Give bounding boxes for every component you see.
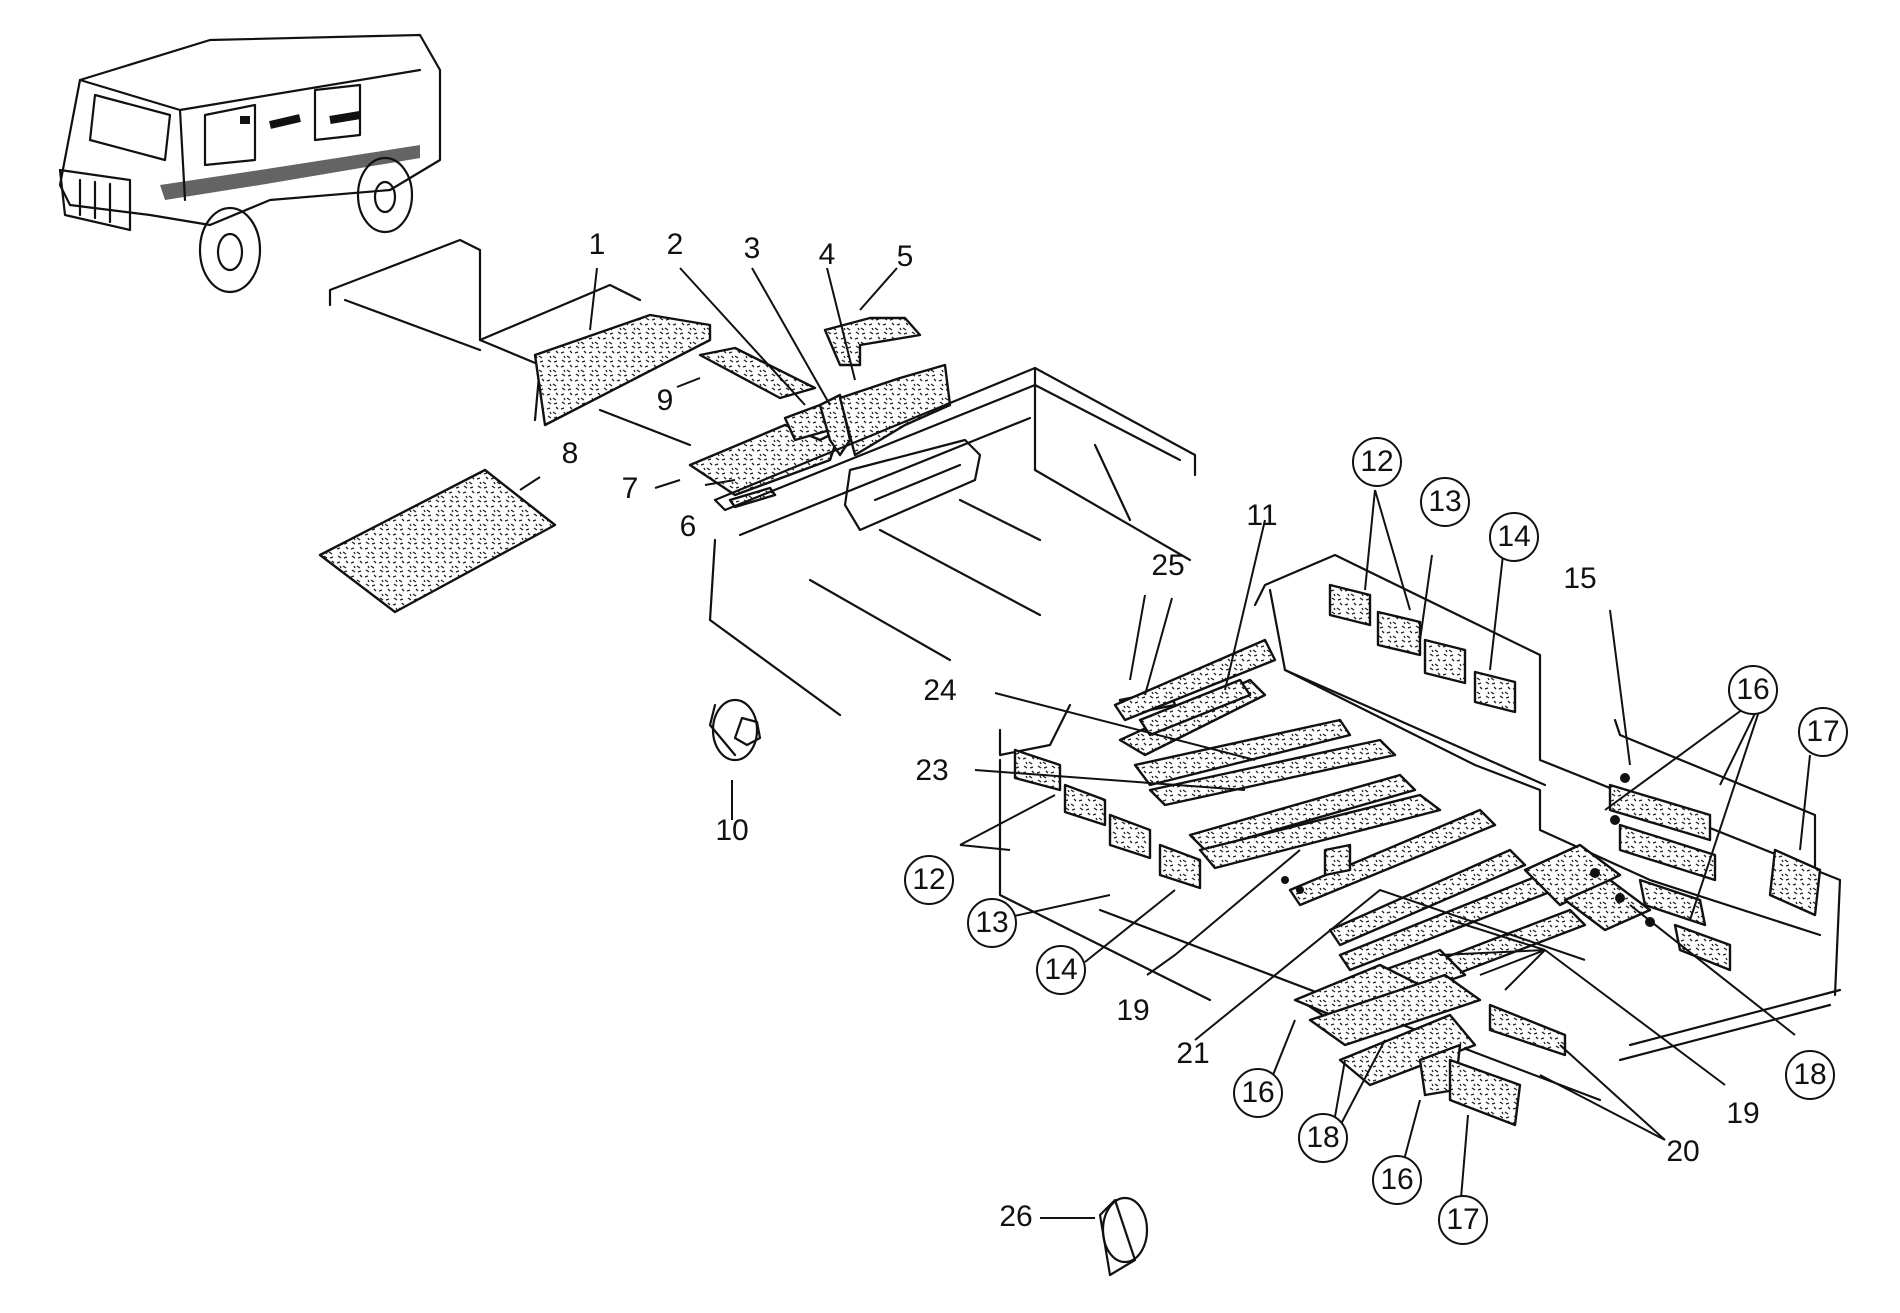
callout-19a: 19 bbox=[1116, 994, 1149, 1027]
svg-text:14: 14 bbox=[1044, 953, 1077, 986]
callout-13a-circled: 13 bbox=[1420, 477, 1470, 527]
callout-19b: 19 bbox=[1726, 1097, 1759, 1130]
callout-13b-circled: 13 bbox=[967, 898, 1017, 948]
callout-26: 26 bbox=[999, 1200, 1032, 1233]
middle-bed-frame bbox=[708, 366, 1197, 717]
svg-text:18: 18 bbox=[1793, 1058, 1826, 1091]
callout-1: 1 bbox=[589, 228, 606, 261]
rear-bed-frame bbox=[998, 553, 1842, 1102]
part-10-fastener bbox=[708, 698, 762, 762]
callout-21: 21 bbox=[1176, 1037, 1209, 1070]
part-4-pad bbox=[838, 363, 952, 457]
callout-10: 10 bbox=[715, 814, 748, 847]
callout-12b-circled: 12 bbox=[904, 855, 954, 905]
svg-text:13: 13 bbox=[975, 906, 1008, 939]
part-9-pad bbox=[698, 346, 817, 400]
callout-24: 24 bbox=[923, 674, 956, 707]
part-6-pad bbox=[728, 486, 777, 509]
callout-8: 8 bbox=[562, 437, 579, 470]
svg-text:14: 14 bbox=[1497, 520, 1530, 553]
part-26-plug bbox=[1098, 1196, 1149, 1277]
svg-text:17: 17 bbox=[1446, 1203, 1479, 1236]
callout-12a-circled: 12 bbox=[1352, 437, 1402, 487]
callout-11: 11 bbox=[1246, 499, 1277, 532]
callout-16a-circled: 16 bbox=[1728, 665, 1778, 715]
part-1-pad bbox=[533, 313, 712, 427]
callout-17b-circled: 17 bbox=[1438, 1195, 1488, 1245]
callout-7: 7 bbox=[622, 472, 639, 505]
svg-text:18: 18 bbox=[1306, 1121, 1339, 1154]
vehicle-thumbnail bbox=[58, 33, 442, 294]
svg-text:17: 17 bbox=[1806, 715, 1839, 748]
callout-17a-circled: 17 bbox=[1798, 707, 1848, 757]
part-8-pad bbox=[318, 468, 557, 614]
fastener-holes bbox=[1281, 773, 1655, 927]
callout-14a-circled: 14 bbox=[1489, 512, 1539, 562]
svg-text:12: 12 bbox=[912, 863, 945, 896]
callout-20: 20 bbox=[1666, 1135, 1699, 1168]
callout-labels: 1 2 3 4 5 6 7 8 9 10 11 15 19 19 20 21 2… bbox=[562, 228, 1848, 1245]
callout-2: 2 bbox=[667, 228, 684, 261]
svg-text:16: 16 bbox=[1736, 673, 1769, 706]
callout-14b-circled: 14 bbox=[1036, 945, 1086, 995]
callout-4: 4 bbox=[819, 238, 836, 271]
svg-text:16: 16 bbox=[1380, 1163, 1413, 1196]
callout-9: 9 bbox=[657, 384, 674, 417]
callout-25: 25 bbox=[1151, 549, 1184, 582]
callout-16c-circled: 16 bbox=[1372, 1155, 1422, 1205]
callout-18b-circled: 18 bbox=[1298, 1113, 1348, 1163]
svg-text:12: 12 bbox=[1360, 445, 1393, 478]
svg-text:16: 16 bbox=[1241, 1076, 1274, 1109]
svg-text:13: 13 bbox=[1428, 485, 1461, 518]
part-5-pad bbox=[823, 316, 922, 367]
callout-6: 6 bbox=[680, 510, 697, 543]
callout-18a-circled: 18 bbox=[1785, 1050, 1835, 1100]
rear-pads bbox=[1013, 583, 1822, 1127]
callout-15: 15 bbox=[1563, 562, 1596, 595]
callout-5: 5 bbox=[897, 240, 914, 273]
callout-3: 3 bbox=[744, 232, 761, 265]
callout-16b-circled: 16 bbox=[1233, 1068, 1283, 1118]
callout-23: 23 bbox=[915, 754, 948, 787]
